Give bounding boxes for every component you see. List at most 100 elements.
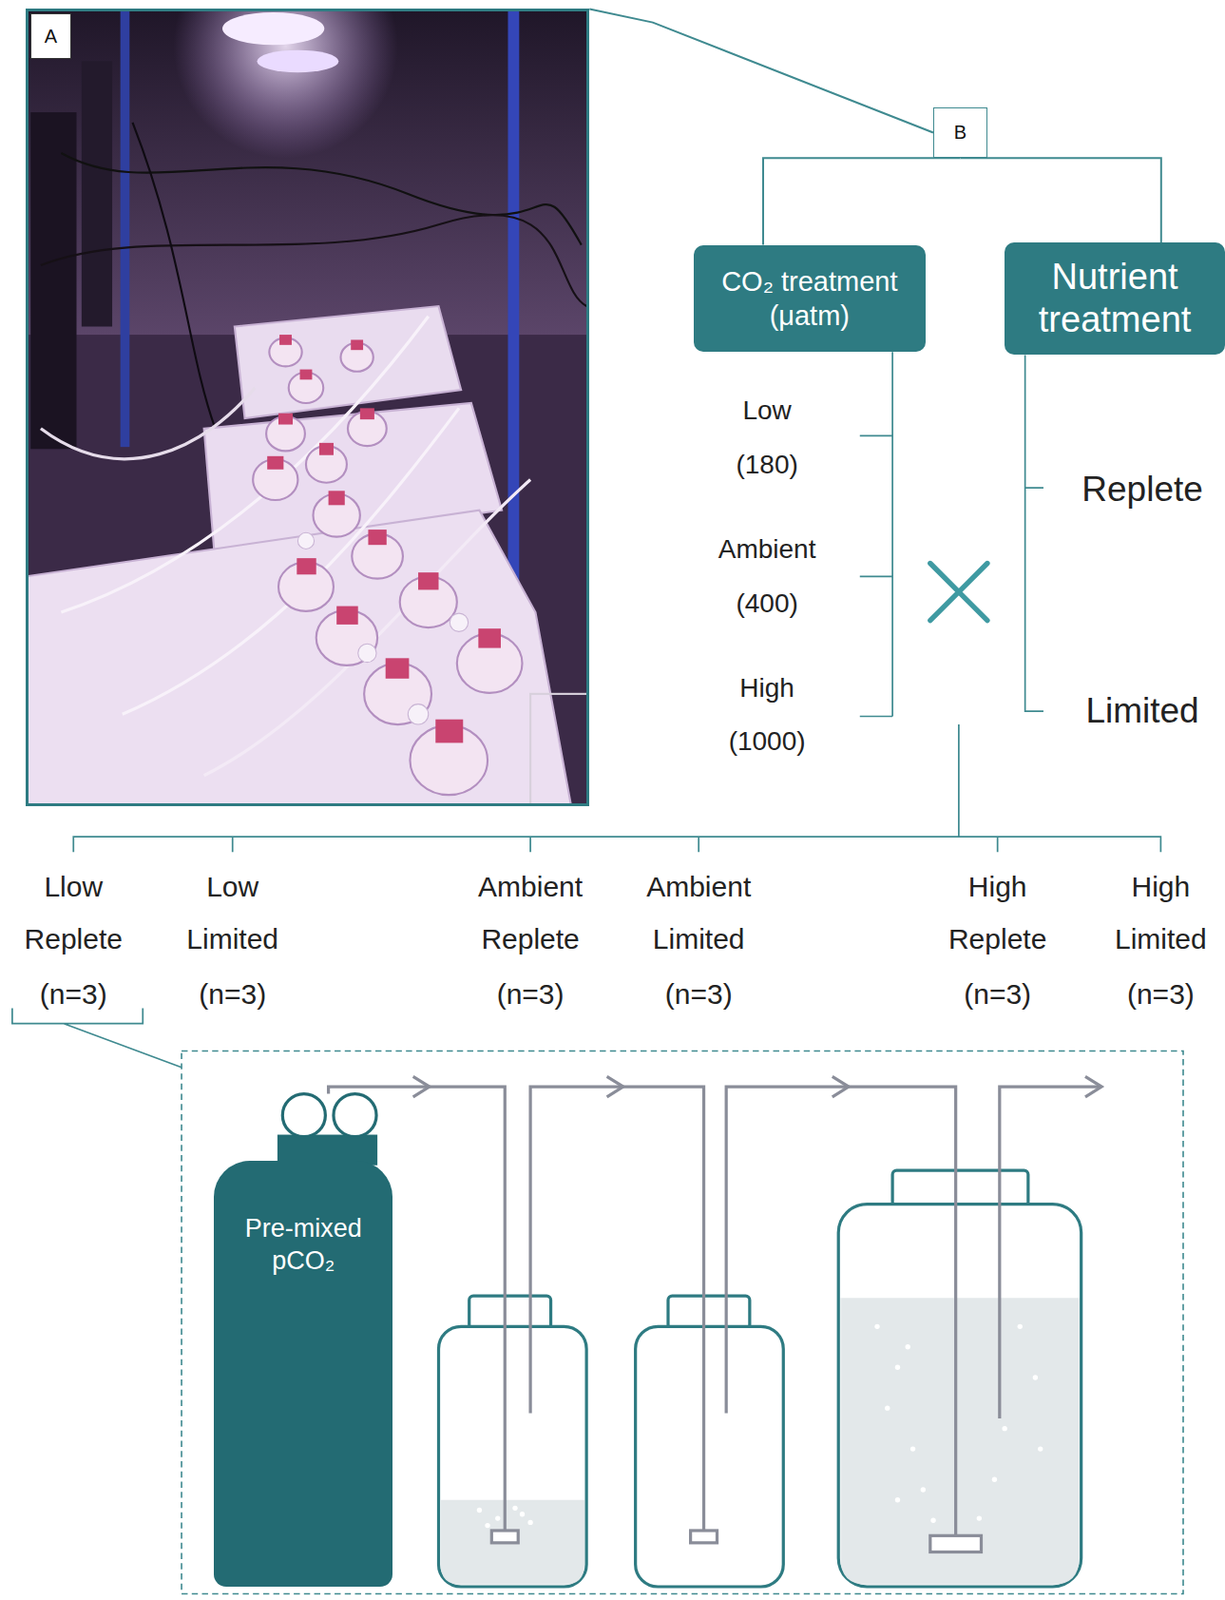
bubble (920, 1486, 926, 1492)
treatment-level: Low (742, 394, 791, 427)
group-label: High (968, 869, 1028, 904)
group-label: (n=3) (198, 976, 267, 1012)
group-label: Limited (186, 921, 279, 957)
lab-photo (26, 9, 588, 804)
diffuser (690, 1530, 718, 1543)
node-text: Nutrient treatment (1019, 255, 1210, 343)
group-label: (n=3) (665, 976, 733, 1012)
photo-filter (358, 643, 377, 662)
bubble (1037, 1445, 1043, 1451)
photo-light (222, 12, 325, 45)
treatment-level: Ambient (718, 533, 817, 566)
cross-symbol (930, 563, 988, 621)
treatment-level: Replete (1081, 468, 1204, 511)
bubble (895, 1364, 900, 1370)
gas-tubes (328, 1075, 1103, 1535)
bubble (910, 1445, 916, 1451)
bottles (439, 1169, 1082, 1587)
group-label: (n=3) (39, 976, 108, 1012)
photo-filter (407, 704, 428, 725)
photo-cap (367, 529, 386, 545)
connector-line (763, 157, 961, 245)
callout-bracket (12, 1007, 182, 1067)
group-label: Limited (1114, 921, 1207, 957)
photo-rack (530, 693, 589, 804)
treatment-level: High (739, 671, 795, 705)
photo-light-glow (172, 9, 398, 158)
bubble (992, 1476, 997, 1482)
photo-bottles (252, 334, 522, 795)
group-bracket (73, 724, 1161, 852)
photo-cap (328, 490, 345, 505)
photo-cable (60, 153, 581, 246)
group-label: Limited (652, 921, 746, 957)
connector-line (960, 157, 1162, 243)
bottle-cap (668, 1295, 750, 1328)
group-label: Low (206, 869, 259, 904)
photo-tank (30, 112, 77, 449)
bottle-liquid (840, 1297, 1079, 1585)
photo-cap (360, 407, 375, 420)
gas-tube (530, 1086, 704, 1531)
group-label: (n=3) (1127, 976, 1195, 1012)
bubble (484, 1522, 490, 1528)
bottle-cap (892, 1169, 1029, 1206)
valve-knob (333, 1093, 377, 1137)
photo-light (256, 50, 339, 74)
treatment-box: CO₂ treatment (μatm) (693, 245, 926, 353)
treatment-brackets (12, 351, 1162, 1067)
bubble (1017, 1323, 1023, 1329)
cross-stroke (930, 563, 988, 621)
bubble (1033, 1374, 1038, 1379)
photo-tube (40, 387, 255, 460)
photo-tub (26, 510, 572, 805)
connector-line (589, 9, 934, 134)
bubble (527, 1519, 533, 1525)
photo-cap (385, 657, 410, 678)
photo-wall (26, 9, 588, 335)
group-label: (n=3) (497, 976, 565, 1012)
treatment-level: (1000) (728, 725, 806, 758)
bubble (1001, 1425, 1007, 1431)
panel-letter: A (30, 13, 72, 59)
flow-arrow (1085, 1075, 1102, 1096)
treatment-level: (180) (735, 448, 798, 481)
bottle-liquid (440, 1499, 585, 1585)
group-label: High (1131, 869, 1191, 904)
culture-bottle (838, 1204, 1081, 1587)
node-text: Pre-mixed pCO₂ (231, 1212, 375, 1278)
bubble (976, 1514, 982, 1520)
flow-arrow (413, 1075, 430, 1096)
bubble (884, 1404, 890, 1410)
diffuser (930, 1534, 982, 1551)
gas-cylinder: Pre-mixed pCO₂ (213, 1160, 393, 1587)
cross-stroke (930, 563, 988, 621)
photo-cable (40, 214, 587, 307)
group-label: (n=3) (963, 976, 1032, 1012)
bubbles (477, 1323, 1044, 1529)
flow-arrow (607, 1075, 624, 1096)
bottle (635, 1325, 785, 1587)
photo-tube (204, 478, 531, 775)
bubble (905, 1343, 911, 1349)
group-label: Replete (948, 921, 1047, 957)
gas-tube (726, 1086, 956, 1535)
photo-pole (120, 9, 131, 447)
group-label: Ambient (478, 869, 583, 904)
panel-letter: B (954, 121, 967, 144)
bubble (477, 1507, 482, 1513)
nutrient-bracket (1025, 355, 1044, 712)
bottle-cap (469, 1295, 552, 1328)
photo-cap (418, 572, 439, 590)
group-label: Ambient (646, 869, 751, 904)
bubble (895, 1496, 900, 1502)
photo-cap (267, 456, 284, 470)
bottle (439, 1325, 588, 1587)
gas-valve (277, 1093, 378, 1166)
treatment-level: (400) (735, 587, 798, 620)
bubble (519, 1511, 525, 1516)
photo-cap (319, 442, 334, 456)
photo-tub (234, 306, 461, 419)
